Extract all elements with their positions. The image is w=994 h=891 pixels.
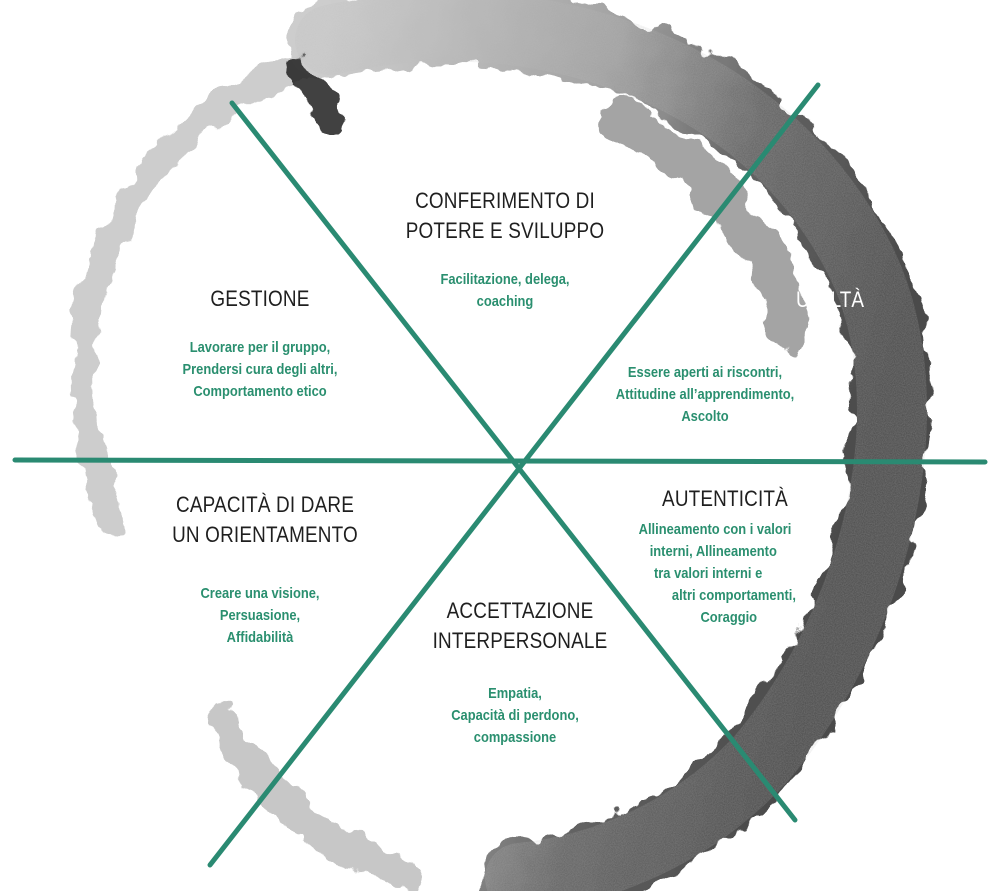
sector-autenticita-desc: Allineamento con i valori interni, Allin… <box>608 519 823 629</box>
desc-line: interni, Allineamento <box>649 543 777 560</box>
desc-line: compassione <box>473 729 557 746</box>
desc-line: Persuasione, <box>219 607 301 624</box>
title-line: CONFERIMENTO DI <box>415 188 595 213</box>
desc-line: Ascolto <box>681 408 729 425</box>
stain-ring-dark-spot <box>287 57 343 133</box>
title-line: CAPACITÀ DI DARE <box>176 492 354 517</box>
sector-conferimento-title: CONFERIMENTO DI POTERE E SVILUPPO <box>389 186 621 246</box>
title-line: ACCETTAZIONE <box>446 598 594 623</box>
desc-line: Prendersi cura degli altri, <box>182 361 338 378</box>
divider-horizontal <box>12 457 988 465</box>
desc-line: Coraggio <box>700 609 758 626</box>
title-line: GESTIONE <box>210 286 310 311</box>
sector-capacita-title: CAPACITÀ DI DARE UN ORIENTAMENTO <box>149 490 381 550</box>
stain-ring-inner-wash <box>600 100 810 350</box>
divider-diagonal-rising <box>207 82 821 868</box>
stain-ring-bottom-arc <box>205 705 425 890</box>
title-line: POTERE E SVILUPPO <box>405 218 605 243</box>
desc-line: Affidabilità <box>226 629 294 646</box>
sector-gestione-desc: Lavorare per il gruppo, Prendersi cura d… <box>157 337 363 403</box>
desc-line: Capacità di perdono, <box>451 707 579 724</box>
sector-autenticita-title: AUTENTICITÀ <box>652 484 798 514</box>
desc-line: Creare una visione, <box>200 585 320 602</box>
stain-grain <box>295 0 927 891</box>
divider-diagonal-falling <box>229 100 798 823</box>
sector-capacita-desc: Creare una visione, Persuasione, Affidab… <box>157 583 363 649</box>
sector-accettazione-title: ACCETTAZIONE INTERPERSONALE <box>417 596 623 656</box>
title-line: AUTENTICITÀ <box>662 486 788 511</box>
sector-umilta-title: UMILTÀ <box>770 285 890 315</box>
sector-dividers <box>12 82 988 868</box>
desc-line: Facilitazione, delega, <box>440 271 570 288</box>
desc-line: Comportamento etico <box>193 383 327 400</box>
desc-line: Allineamento con i valori <box>638 521 792 538</box>
desc-line: Attitudine all’apprendimento, <box>615 386 795 403</box>
sector-gestione-title: GESTIONE <box>174 284 346 314</box>
sector-accettazione-desc: Empatia, Capacità di perdono, compassion… <box>408 683 623 749</box>
sector-conferimento-desc: Facilitazione, delega, coaching <box>398 269 613 313</box>
desc-line: Lavorare per il gruppo, <box>189 339 331 356</box>
desc-line: Essere aperti ai riscontri, <box>627 364 783 381</box>
desc-line: tra valori interni e <box>653 565 763 582</box>
desc-line: Empatia, <box>488 685 542 702</box>
title-line: UMILTÀ <box>796 287 864 312</box>
desc-line: coaching <box>476 293 534 310</box>
title-line: INTERPERSONALE <box>432 628 608 653</box>
desc-line: altri comportamenti, <box>671 587 796 604</box>
title-line: UN ORIENTAMENTO <box>172 522 358 547</box>
sector-umilta-desc: Essere aperti ai riscontri, Attitudine a… <box>589 362 821 428</box>
